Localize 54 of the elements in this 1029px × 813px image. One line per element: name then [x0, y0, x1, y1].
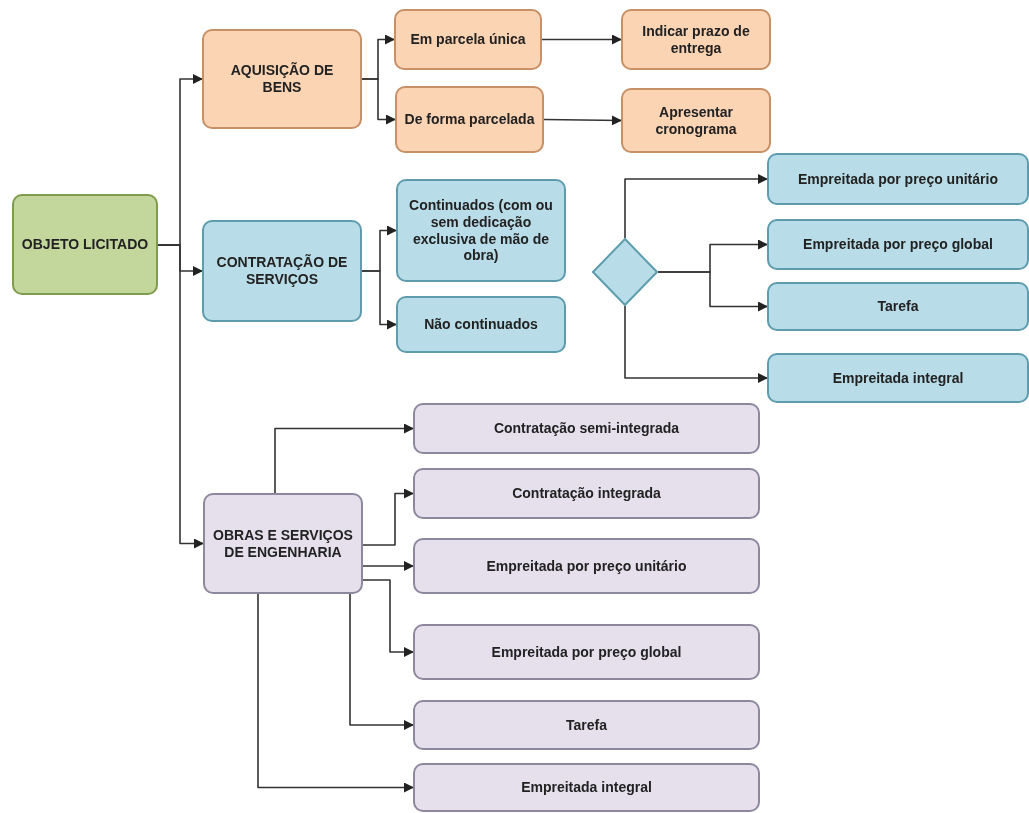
box-label: De forma parcelada	[404, 111, 535, 128]
box-label: AQUISIÇÃO DE BENS	[229, 62, 335, 96]
box-label: Contratação integrada	[512, 485, 661, 502]
box-label: Tarefa	[566, 716, 607, 734]
process-box	[621, 9, 771, 70]
arrow	[362, 561, 414, 571]
process-box	[413, 700, 760, 750]
process-box	[413, 763, 760, 812]
arrow	[157, 244, 204, 549]
box-label: Apresentar cronograma	[654, 103, 738, 138]
process-box	[394, 9, 542, 70]
process-box	[413, 403, 760, 454]
process-box	[202, 29, 362, 129]
box-label: Em parcela única	[410, 31, 526, 48]
box-label: CONTRATAÇÃO DE SERVIÇOS	[215, 254, 349, 288]
box-label: OBJETO LICITADO	[21, 236, 149, 253]
arrow	[274, 423, 414, 494]
arrow	[543, 115, 622, 126]
box-label: Empreitada por preço unitário	[798, 170, 998, 188]
box-label: Empreitada integral	[832, 369, 964, 387]
process-box	[621, 88, 771, 153]
arrow	[349, 593, 414, 730]
process-box	[395, 86, 544, 153]
arrow	[361, 270, 397, 330]
process-box	[413, 468, 760, 519]
box-label: Não continuados	[424, 316, 538, 333]
box-label: Contratação semi-integrada	[493, 420, 680, 437]
arrow	[657, 271, 768, 312]
process-box	[396, 179, 566, 282]
process-box	[413, 624, 760, 680]
process-box	[202, 220, 362, 322]
arrow	[541, 34, 622, 45]
box-label: Empreitada por preço global	[491, 643, 682, 661]
box-label: OBRAS E SERVIÇOS DE ENGENHARIA	[212, 526, 354, 561]
arrow	[362, 579, 414, 657]
box-label: Empreitada por preço unitário	[486, 557, 687, 575]
arrow	[624, 174, 768, 239]
process-box	[767, 219, 1029, 270]
process-box	[203, 493, 363, 594]
process-box	[767, 153, 1029, 205]
arrow	[361, 78, 396, 125]
arrow	[362, 488, 414, 546]
box-label: Tarefa	[877, 298, 919, 315]
box-label: Empreitada por preço global	[803, 236, 993, 253]
arrow	[257, 593, 414, 793]
process-box	[767, 353, 1029, 403]
process-box	[12, 194, 158, 295]
box-label: Indicar prazo de entrega	[641, 22, 751, 57]
process-box	[413, 538, 760, 594]
arrow	[624, 305, 768, 383]
box-label: Continuados (com ou sem dedicação exclusiva de mão de obra)	[408, 196, 554, 265]
process-box	[396, 296, 566, 353]
box-label: Empreitada integral	[521, 779, 652, 796]
process-box	[767, 282, 1029, 331]
